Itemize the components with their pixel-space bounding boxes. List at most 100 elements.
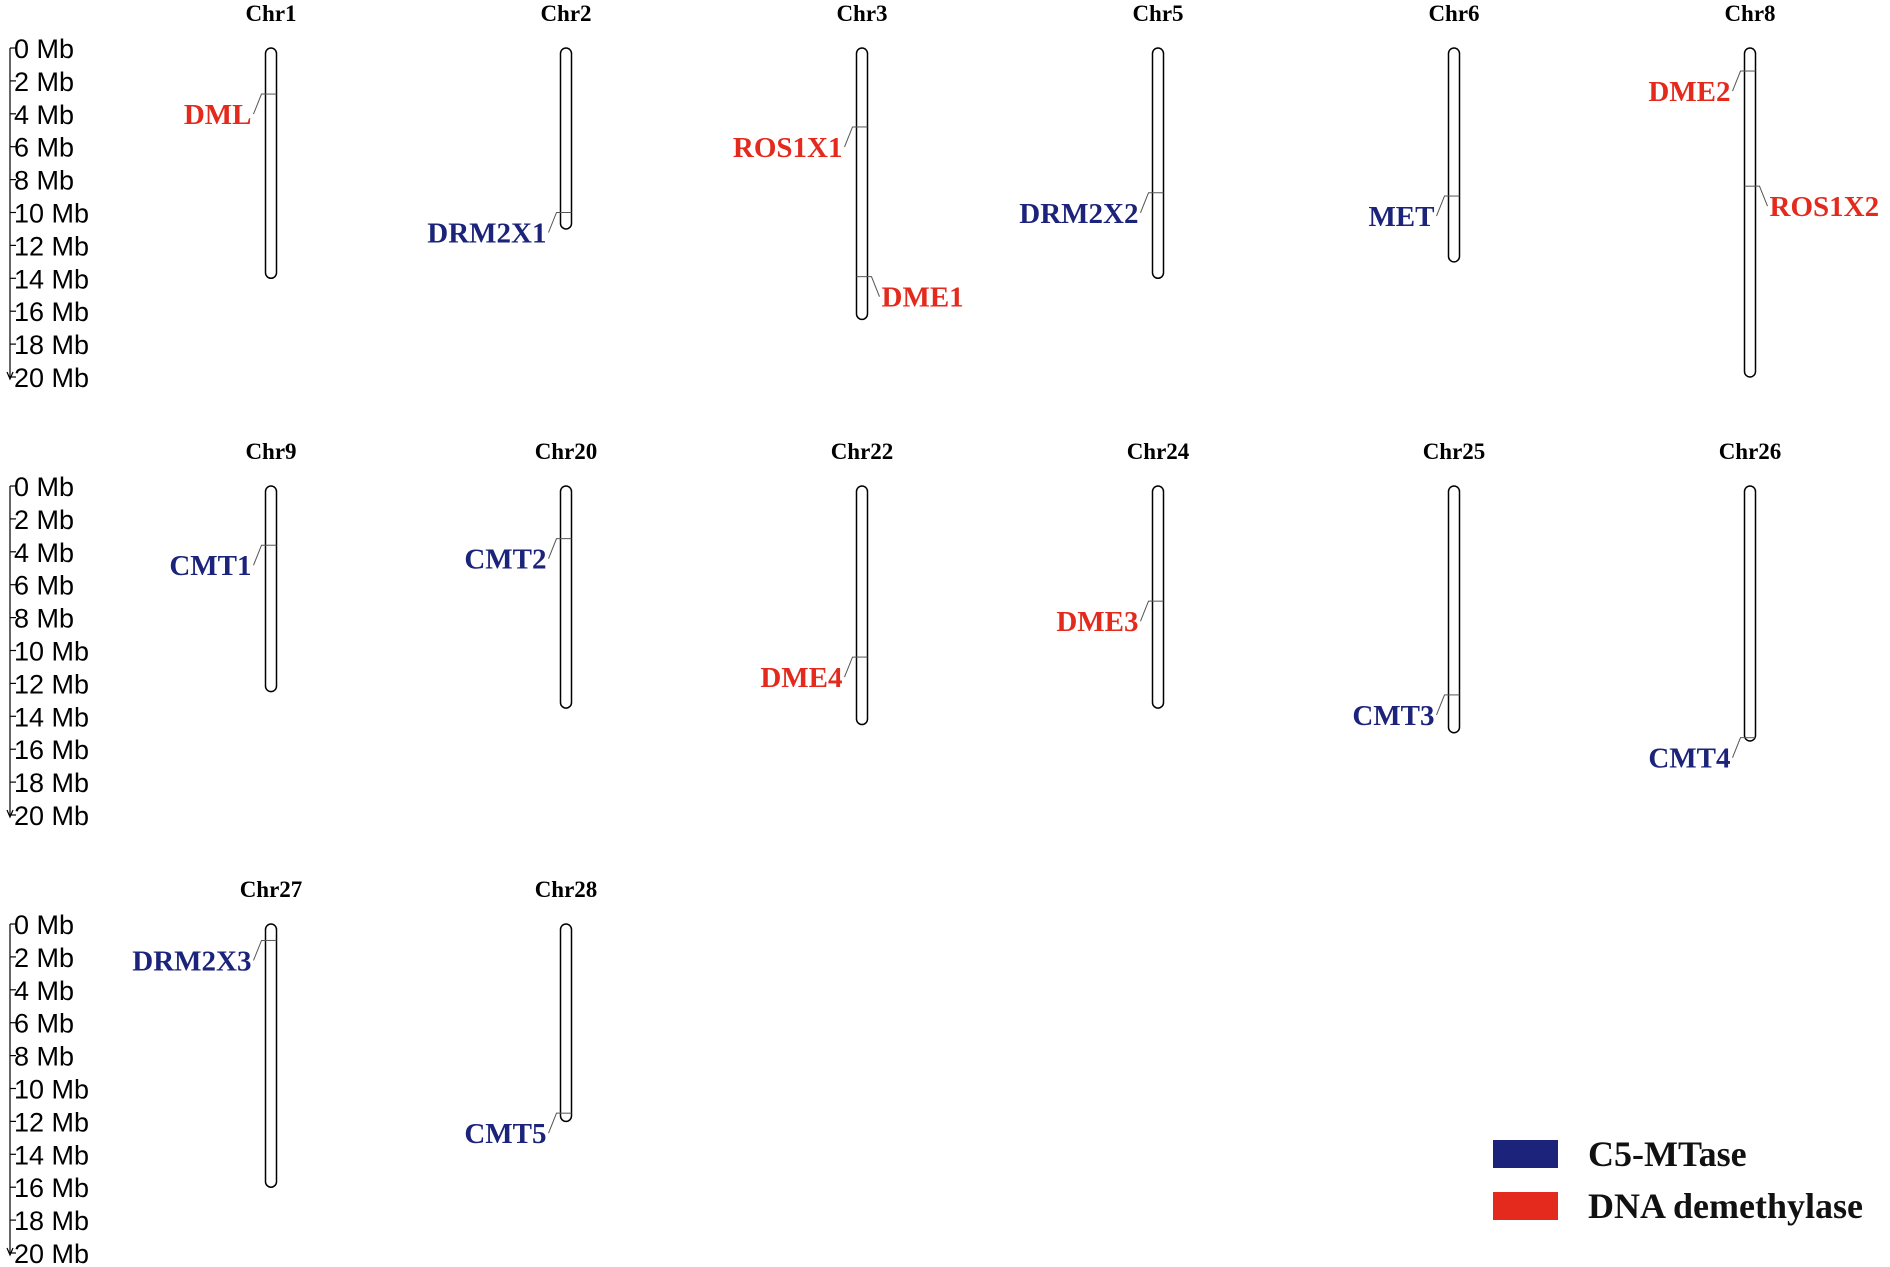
axis-tick-label: 8 Mb [14, 604, 74, 634]
gene-connector [253, 939, 266, 961]
chromosome-title: Chr5 [1132, 1, 1183, 26]
gene-connector [253, 544, 266, 566]
axis-tick-label: 12 Mb [14, 231, 89, 261]
chromosome-title: Chr27 [240, 877, 303, 902]
gene-label: CMT1 [169, 550, 251, 582]
legend-label-dna-demethylase: DNA demethylase [1588, 1186, 1863, 1226]
gene-connector [1436, 195, 1449, 217]
chromosome-bar [264, 923, 278, 1188]
chromosome-title: Chr3 [836, 1, 887, 26]
axis-tick-label: 18 Mb [14, 330, 89, 360]
axis-tick-label: 18 Mb [14, 768, 89, 798]
gene-label: DRM2X2 [1019, 198, 1138, 230]
axis-tick-label: 6 Mb [14, 1009, 74, 1039]
gene-label: DME2 [1648, 76, 1730, 108]
axis-tick-label: 8 Mb [14, 1042, 74, 1072]
axis-tick-label: 6 Mb [14, 133, 74, 163]
gene-label: MET [1368, 201, 1434, 233]
axis-tick-label: 4 Mb [14, 538, 74, 568]
chromosome-title: Chr22 [831, 439, 894, 464]
axis-tick-label: 10 Mb [14, 199, 89, 229]
chromosome-title: Chr2 [540, 1, 591, 26]
axis-tick-label: 14 Mb [14, 1140, 89, 1170]
chromosome-title: Chr25 [1423, 439, 1486, 464]
gene-label: ROS1X2 [1770, 191, 1880, 223]
chromosome-bar [1151, 485, 1165, 709]
chromosome-bar [1743, 47, 1757, 378]
gene-connector [1140, 600, 1153, 622]
gene-connector [548, 212, 561, 233]
gene-connector [253, 93, 266, 115]
chromosome-bar [855, 485, 869, 726]
axis-arrow [6, 1247, 14, 1257]
axis-tick-label: 6 Mb [14, 571, 74, 601]
gene-label: DME3 [1056, 606, 1138, 638]
chromosome-title: Chr9 [245, 439, 296, 464]
gene-label: CMT4 [1648, 743, 1730, 775]
axis-tick-label: 4 Mb [14, 100, 74, 130]
legend-label-c5-mtase: C5-MTase [1588, 1134, 1747, 1174]
gene-label: ROS1X1 [733, 132, 843, 164]
axis-tick-label: 4 Mb [14, 976, 74, 1006]
chromosome-title: Chr6 [1428, 1, 1479, 26]
chromosome-title: Chr24 [1127, 439, 1190, 464]
chromosome-bar [1743, 485, 1757, 742]
chromosome-bar [559, 485, 573, 709]
chromosome-title: Chr26 [1719, 439, 1782, 464]
axis-tick-label: 2 Mb [14, 943, 74, 973]
gene-connector [1140, 192, 1153, 213]
axis-tick-label: 10 Mb [14, 637, 89, 667]
gene-connector [1436, 694, 1449, 716]
axis-tick-label: 0 Mb [14, 910, 74, 940]
axis-tick-label: 16 Mb [14, 1173, 89, 1203]
axis-tick-label: 2 Mb [14, 67, 74, 97]
gene-label: DML [184, 99, 252, 131]
gene-label: CMT3 [1352, 700, 1434, 732]
chromosome-title: Chr28 [535, 877, 598, 902]
gene-connector [1732, 737, 1745, 758]
legend: C5-MTase DNA demethylase [1493, 1134, 1863, 1226]
axis-tick-label: 16 Mb [14, 735, 89, 765]
chromosome-bar [1447, 485, 1461, 734]
gene-label: CMT2 [464, 544, 546, 576]
gene-label: DME1 [882, 282, 964, 314]
chromosome-bar [264, 47, 278, 280]
axis-arrow [6, 809, 14, 819]
axis-tick-label: 12 Mb [14, 1107, 89, 1137]
gene-label: DRM2X1 [427, 218, 546, 250]
axis-tick-label: 20 Mb [14, 801, 89, 831]
gene-label: CMT5 [464, 1118, 546, 1150]
gene-connector [548, 538, 561, 559]
gene-label: DME4 [760, 662, 842, 694]
chromosome-bar [559, 47, 573, 230]
legend-swatch-dna-demethylase [1493, 1192, 1558, 1220]
gene-connector [844, 656, 857, 678]
chromosome-title: Chr20 [535, 439, 598, 464]
axis-tick-label: 0 Mb [14, 472, 74, 502]
axis-tick-label: 14 Mb [14, 264, 89, 294]
gene-connector [548, 1112, 561, 1134]
chromosome-title: Chr8 [1724, 1, 1775, 26]
axis-tick-label: 10 Mb [14, 1075, 89, 1105]
axis-tick-label: 0 Mb [14, 34, 74, 64]
gene-connector [1755, 185, 1768, 207]
axis-tick-label: 2 Mb [14, 505, 74, 535]
axis-arrow [6, 371, 14, 381]
gene-connector [844, 126, 857, 148]
gene-connector [1732, 70, 1745, 92]
